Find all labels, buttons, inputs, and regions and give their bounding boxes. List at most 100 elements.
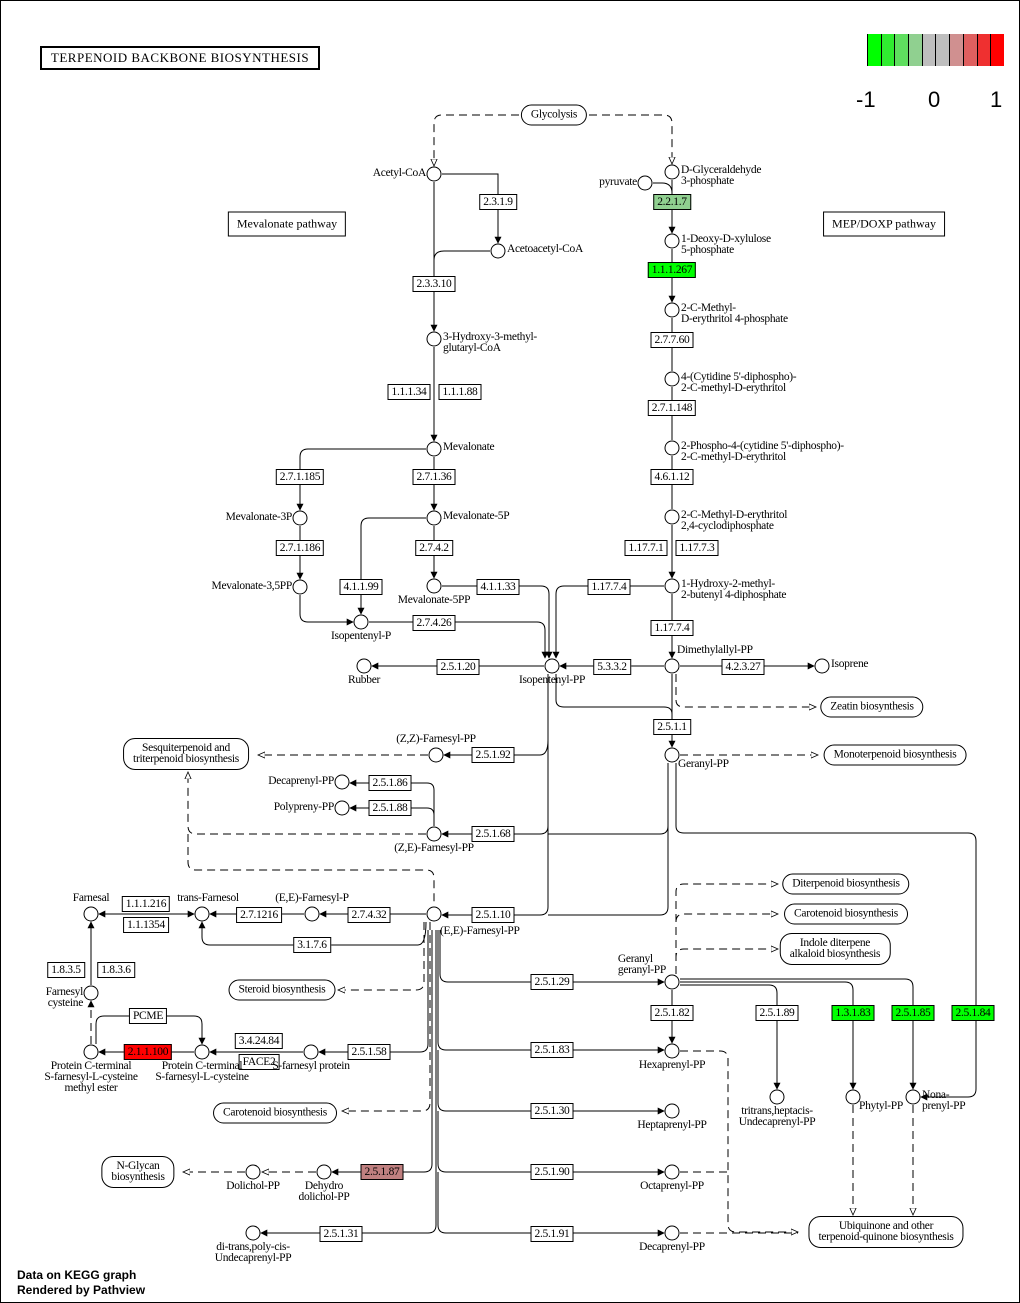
- enzyme-box[interactable]: 2.7.1.186: [275, 540, 325, 556]
- compound-node[interactable]: [664, 164, 680, 180]
- compound-node[interactable]: [426, 331, 442, 347]
- enzyme-box[interactable]: PCME: [128, 1008, 168, 1024]
- compound-node[interactable]: [303, 1044, 319, 1060]
- enzyme-box[interactable]: 2.5.1.87: [360, 1164, 404, 1180]
- compound-node[interactable]: [426, 441, 442, 457]
- compound-node[interactable]: [426, 166, 442, 182]
- enzyme-box[interactable]: 1.17.7.4: [650, 620, 694, 636]
- enzyme-box[interactable]: 2.3.3.10: [412, 276, 456, 292]
- enzyme-box[interactable]: 2.2.1.7: [653, 194, 691, 210]
- enzyme-box[interactable]: 3.4.24.84: [234, 1033, 284, 1049]
- compound-node[interactable]: [664, 974, 680, 990]
- enzyme-box[interactable]: 1.1.1.88: [438, 384, 482, 400]
- enzyme-box[interactable]: 2.7.1.148: [647, 400, 697, 416]
- compound-node[interactable]: [664, 658, 680, 674]
- compound-node[interactable]: [664, 233, 680, 249]
- compound-node[interactable]: [664, 302, 680, 318]
- enzyme-box[interactable]: FACE2: [238, 1054, 280, 1070]
- enzyme-box[interactable]: 1.1.1.216: [121, 896, 171, 912]
- compound-node[interactable]: [637, 175, 653, 191]
- compound-node[interactable]: [426, 906, 442, 922]
- compound-node[interactable]: [292, 579, 308, 595]
- compound-node[interactable]: [769, 1089, 785, 1105]
- enzyme-box[interactable]: 2.7.1.185: [275, 469, 325, 485]
- enzyme-box[interactable]: 4.1.1.99: [339, 579, 383, 595]
- enzyme-box[interactable]: 2.5.1.30: [530, 1103, 574, 1119]
- enzyme-box[interactable]: 1.8.3.6: [97, 962, 135, 978]
- enzyme-box[interactable]: 1.1.1.267: [647, 262, 697, 278]
- compound-node[interactable]: [664, 747, 680, 763]
- pathway-map-link[interactable]: Steroid biosynthesis: [228, 979, 336, 1001]
- enzyme-box[interactable]: 1.1.1354: [123, 917, 169, 933]
- compound-node[interactable]: [83, 985, 99, 1001]
- pathway-map-link[interactable]: Sesquiterpenoid and triterpenoid biosynt…: [123, 738, 249, 770]
- compound-node[interactable]: [356, 658, 372, 674]
- enzyme-box[interactable]: 2.5.1.68: [471, 826, 515, 842]
- compound-node[interactable]: [334, 800, 350, 816]
- compound-node[interactable]: [245, 1164, 261, 1180]
- enzyme-box[interactable]: 2.7.4.32: [347, 907, 391, 923]
- compound-node[interactable]: [664, 1043, 680, 1059]
- compound-node[interactable]: [316, 1164, 332, 1180]
- enzyme-box[interactable]: 1.17.7.4: [587, 579, 631, 595]
- compound-node[interactable]: [664, 371, 680, 387]
- enzyme-box[interactable]: 2.5.1.86: [368, 775, 412, 791]
- enzyme-box[interactable]: 2.5.1.89: [755, 1005, 799, 1021]
- enzyme-box[interactable]: 2.5.1.29: [530, 974, 574, 990]
- enzyme-box[interactable]: 1.1.1.34: [387, 384, 431, 400]
- compound-node[interactable]: [490, 243, 506, 259]
- enzyme-box[interactable]: 2.3.1.9: [479, 194, 517, 210]
- enzyme-box[interactable]: 2.7.1216: [236, 907, 282, 923]
- compound-node[interactable]: [194, 906, 210, 922]
- compound-node[interactable]: [304, 906, 320, 922]
- pathway-map-link[interactable]: Carotenoid biosynthesis: [784, 903, 908, 925]
- enzyme-box[interactable]: 2.5.1.20: [436, 659, 480, 675]
- compound-node[interactable]: [83, 906, 99, 922]
- enzyme-box[interactable]: 2.5.1.92: [471, 747, 515, 763]
- enzyme-box[interactable]: 2.5.1.91: [530, 1226, 574, 1242]
- compound-node[interactable]: [664, 1103, 680, 1119]
- pathway-map-link[interactable]: Ubiquinone and other terpenoid-quinone b…: [808, 1216, 964, 1248]
- compound-node[interactable]: [814, 658, 830, 674]
- enzyme-box[interactable]: 2.7.4.2: [415, 540, 453, 556]
- compound-node[interactable]: [245, 1225, 261, 1241]
- enzyme-box[interactable]: 5.3.3.2: [593, 659, 631, 675]
- enzyme-box[interactable]: 2.7.7.60: [650, 332, 694, 348]
- enzyme-box[interactable]: 3.1.7.6: [293, 937, 331, 953]
- compound-node[interactable]: [194, 1044, 210, 1060]
- enzyme-box[interactable]: 2.1.1.100: [123, 1044, 173, 1060]
- compound-node[interactable]: [426, 578, 442, 594]
- compound-node[interactable]: [905, 1089, 921, 1105]
- enzyme-box[interactable]: 1.17.7.3: [675, 540, 719, 556]
- compound-node[interactable]: [334, 774, 350, 790]
- compound-node[interactable]: [664, 509, 680, 525]
- enzyme-box[interactable]: 2.7.4.26: [412, 615, 456, 631]
- enzyme-box[interactable]: 2.5.1.85: [891, 1005, 935, 1021]
- pathway-map-link[interactable]: N-Glycan biosynthesis: [101, 1156, 175, 1188]
- pathway-map-link[interactable]: Carotenoid biosynthesis: [213, 1102, 337, 1124]
- enzyme-box[interactable]: 2.5.1.90: [530, 1164, 574, 1180]
- enzyme-box[interactable]: 2.5.1.82: [650, 1005, 694, 1021]
- enzyme-box[interactable]: 4.6.1.12: [650, 469, 694, 485]
- compound-node[interactable]: [428, 747, 444, 763]
- compound-node[interactable]: [664, 440, 680, 456]
- compound-node[interactable]: [292, 510, 308, 526]
- compound-node[interactable]: [664, 1225, 680, 1241]
- enzyme-box[interactable]: 2.5.1.10: [471, 907, 515, 923]
- compound-node[interactable]: [353, 614, 369, 630]
- compound-node[interactable]: [83, 1044, 99, 1060]
- enzyme-box[interactable]: 1.17.7.1: [624, 540, 668, 556]
- pathway-map-link[interactable]: Glycolysis: [520, 104, 588, 126]
- enzyme-box[interactable]: 2.5.1.88: [368, 800, 412, 816]
- enzyme-box[interactable]: 2.7.1.36: [412, 469, 456, 485]
- enzyme-box[interactable]: 2.5.1.84: [951, 1005, 995, 1021]
- enzyme-box[interactable]: 2.5.1.31: [319, 1226, 363, 1242]
- enzyme-box[interactable]: 1.3.1.83: [831, 1005, 875, 1021]
- enzyme-box[interactable]: 2.5.1.1: [653, 719, 691, 735]
- enzyme-box[interactable]: 1.8.3.5: [47, 962, 85, 978]
- pathway-map-link[interactable]: Monoterpenoid biosynthesis: [823, 744, 967, 766]
- compound-node[interactable]: [664, 1164, 680, 1180]
- compound-node[interactable]: [845, 1089, 861, 1105]
- compound-node[interactable]: [544, 658, 560, 674]
- enzyme-box[interactable]: 2.5.1.58: [347, 1044, 391, 1060]
